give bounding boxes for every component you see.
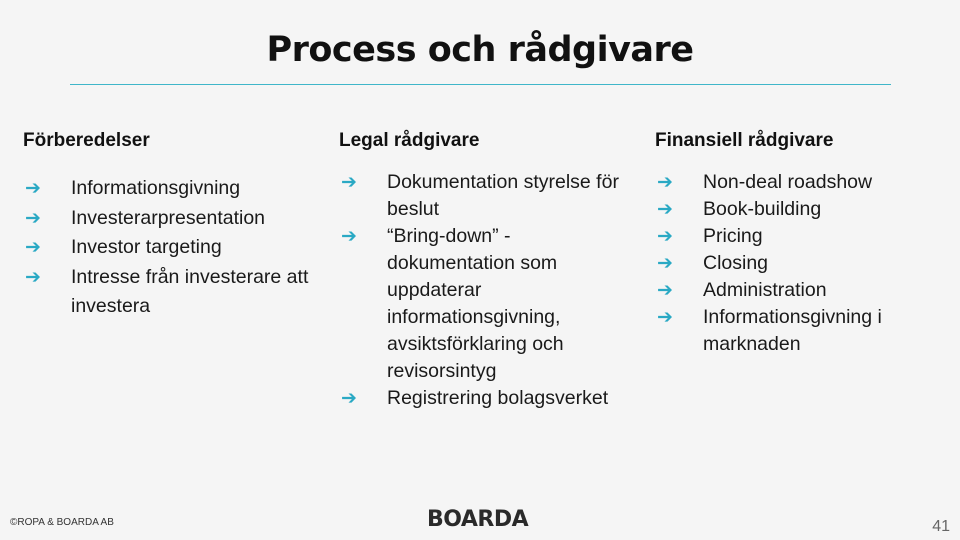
- page-number: 41: [932, 518, 950, 535]
- list-item-text: Investor targeting: [71, 236, 222, 258]
- list-item: ➔ Dokumentation styrelse för beslut: [339, 169, 639, 223]
- column-heading: Förberedelser: [23, 130, 150, 151]
- list-item-text: Informationsgivning: [71, 177, 241, 199]
- list-item: ➔ Book-building: [655, 196, 955, 223]
- list-item: ➔ Administration: [655, 277, 955, 304]
- arrow-icon: ➔: [657, 225, 673, 247]
- list-item: ➔ Intresse från investerare att investera: [23, 263, 323, 322]
- arrow-icon: ➔: [341, 171, 357, 193]
- title-divider: [70, 84, 891, 85]
- list-item: ➔ Informationsgivning i marknaden: [655, 304, 955, 358]
- arrow-icon: ➔: [657, 171, 673, 193]
- list-item-text: Dokumentation styrelse för beslut: [387, 171, 619, 220]
- column-legal-radgivare: Legal rådgivare ➔ Dokumentation styrelse …: [339, 130, 639, 412]
- boarda-logo: BOARDA: [427, 507, 529, 532]
- list-item: ➔ Investerarpresentation: [23, 204, 323, 234]
- slide-title: Process och rådgivare: [266, 30, 694, 70]
- list-item: ➔ Informationsgivning: [23, 174, 323, 204]
- list-item: ➔ “Bring-down” - dokumentation som uppdat…: [339, 223, 639, 385]
- column-heading: Finansiell rådgivare: [655, 130, 834, 151]
- column-forberedelser: Förberedelser ➔ Informationsgivning ➔ Inve…: [23, 130, 323, 322]
- list-item-text: Book-building: [703, 198, 822, 220]
- arrow-icon: ➔: [25, 236, 41, 258]
- list-item-text: Closing: [703, 252, 769, 274]
- bullet-list: ➔ Dokumentation styrelse för beslut ➔ “Bri…: [339, 169, 639, 412]
- list-item-text: Registrering bolagsverket: [387, 387, 609, 409]
- arrow-icon: ➔: [25, 206, 41, 229]
- footer-copyright: ©ROPA & BOARDA AB: [10, 517, 114, 528]
- list-item-text: Non-deal roadshow: [703, 171, 873, 193]
- arrow-icon: ➔: [657, 279, 673, 301]
- list-item: ➔ Pricing: [655, 223, 955, 250]
- list-item: ➔ Registrering bolagsverket: [339, 385, 639, 412]
- list-item: ➔ Investor targeting: [23, 233, 323, 263]
- list-item: ➔ Non-deal roadshow: [655, 169, 955, 196]
- list-item-text: Administration: [703, 279, 827, 301]
- arrow-icon: ➔: [657, 306, 673, 328]
- column-finansiell-radgivare: Finansiell rådgivare ➔ Non-deal roadshow …: [655, 130, 955, 358]
- arrow-icon: ➔: [657, 198, 673, 220]
- list-item-text: “Bring-down” - dokumentation som uppdate…: [387, 225, 564, 382]
- list-item: ➔ Closing: [655, 250, 955, 277]
- list-item-text: Investerarpresentation: [71, 206, 266, 229]
- arrow-icon: ➔: [25, 265, 41, 288]
- bullet-list: ➔ Non-deal roadshow ➔ Book-building ➔ Prici…: [655, 169, 955, 358]
- bullet-list: ➔ Informationsgivning ➔ Investerarpresenta…: [23, 174, 323, 322]
- list-item-text: Intresse från investerare att investera: [71, 265, 309, 318]
- arrow-icon: ➔: [341, 387, 357, 409]
- arrow-icon: ➔: [341, 225, 357, 247]
- column-heading: Legal rådgivare: [339, 130, 480, 151]
- arrow-icon: ➔: [657, 252, 673, 274]
- list-item-text: Pricing: [703, 225, 763, 247]
- arrow-icon: ➔: [25, 177, 41, 199]
- list-item-text: Informationsgivning i marknaden: [703, 306, 882, 355]
